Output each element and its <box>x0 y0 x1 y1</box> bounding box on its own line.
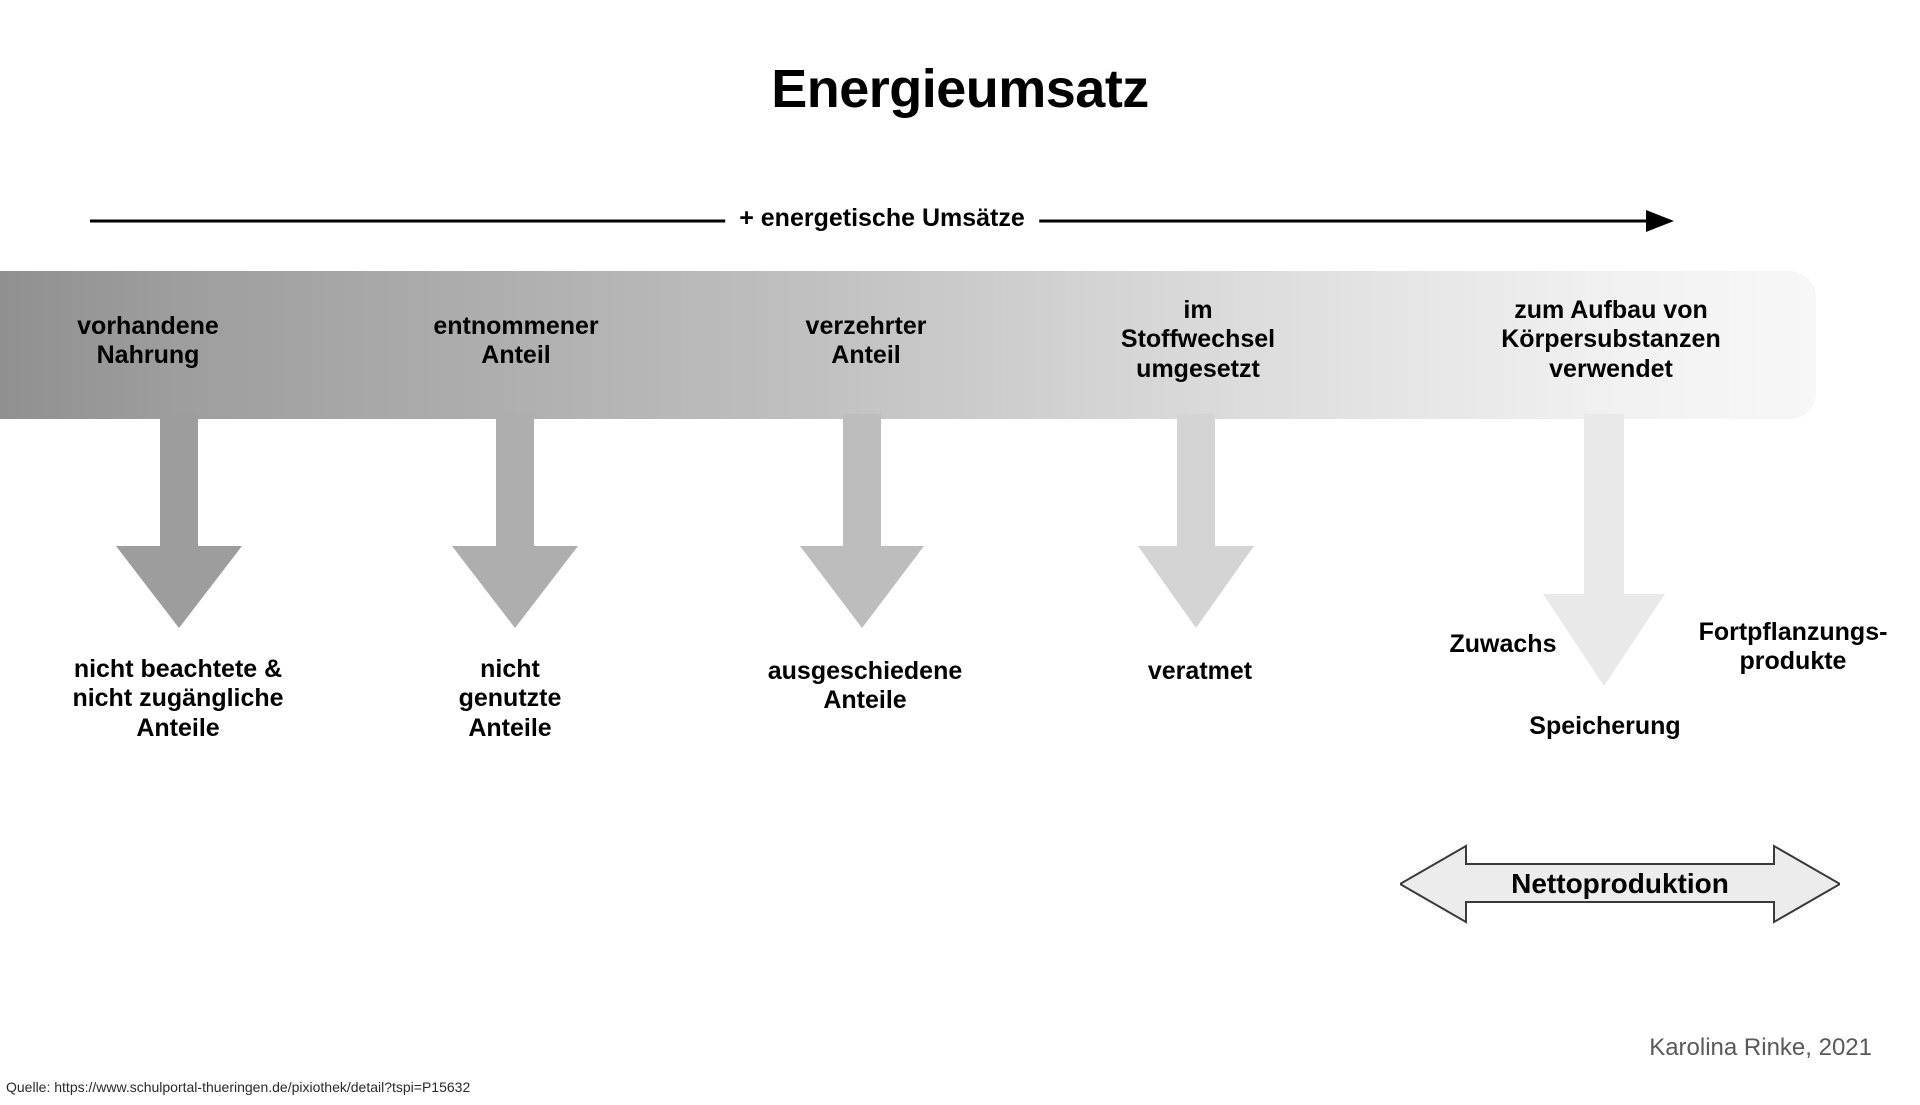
energy-axis-label: + energetische Umsätze <box>725 204 1039 233</box>
loss-arrow-nicht-beachtete <box>116 414 242 628</box>
band-stage-entnommener-anteil: entnommener Anteil <box>433 312 599 370</box>
loss-label-ausgeschiedene: ausgeschiedene Anteile <box>767 657 963 715</box>
loss-label-nicht-beachtete: nicht beachtete & nicht zugängliche Ante… <box>72 655 284 742</box>
energy-band <box>0 271 1816 419</box>
band-stage-verzehrter-anteil: verzehrter Anteil <box>805 312 927 370</box>
energy-axis-arrow: + energetische Umsätze <box>90 204 1674 238</box>
production-label-speicherung: Speicherung <box>1529 712 1681 740</box>
loss-label-nicht-genutzte: nicht genutzte Anteile <box>458 655 562 742</box>
source-url: Quelle: https://www.schulportal-thuering… <box>6 1079 471 1095</box>
page-title: Energieumsatz <box>771 59 1149 119</box>
loss-arrow-ausgeschiedene <box>800 414 924 628</box>
band-stage-stoffwechsel: im Stoffwechsel umgesetzt <box>1120 296 1276 383</box>
author-credit: Karolina Rinke, 2021 <box>1649 1034 1872 1061</box>
band-stage-vorhandene-nahrung: vorhandene Nahrung <box>77 312 219 370</box>
loss-arrow-nicht-genutzte <box>452 414 578 628</box>
production-label-zuwachs: Zuwachs <box>1449 630 1557 658</box>
production-arrow-koerpersubstanzen <box>1543 414 1665 686</box>
loss-label-veratmet: veratmet <box>1147 657 1253 685</box>
production-label-fortpflanzungsprodukte: Fortpflanzungs- produkte <box>1698 618 1888 676</box>
loss-arrow-veratmet <box>1138 414 1254 628</box>
nettoproduktion-arrow: Nettoproduktion <box>1397 842 1843 926</box>
nettoproduktion-label: Nettoproduktion <box>1511 868 1729 899</box>
band-stage-koerpersubstanzen: zum Aufbau von Körpersubstanzen verwende… <box>1501 296 1721 383</box>
